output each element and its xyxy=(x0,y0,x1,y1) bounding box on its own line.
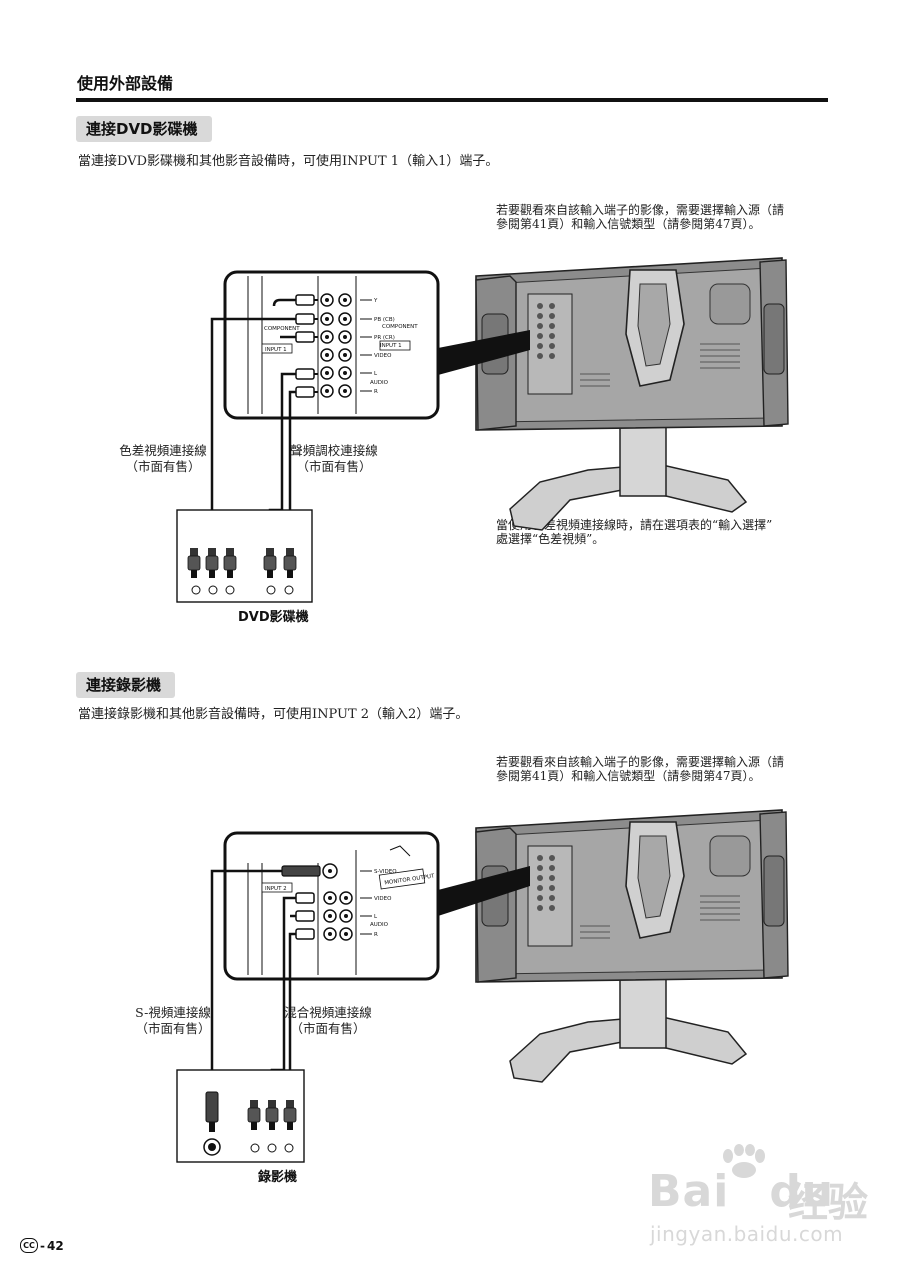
terminal-panel-1 xyxy=(247,276,372,414)
panel-label: AUDIO xyxy=(370,922,389,928)
panel-label: S-VIDEO xyxy=(374,869,397,875)
panel-label: VIDEO xyxy=(374,896,392,902)
panel-label: INPUT 1 xyxy=(265,347,287,353)
cable-label-audio: 聲頻調校連接線 （市面有售） xyxy=(276,443,392,475)
panel-label: L xyxy=(374,371,378,377)
panel-label: INPUT 2 xyxy=(265,886,287,892)
tv-illustration-2 xyxy=(475,809,789,1083)
brand-left: Bai xyxy=(648,1166,730,1217)
panel-label: INPUT 1 xyxy=(380,343,402,349)
cable-label-svideo: S-視頻連接線 （市面有售） xyxy=(118,1005,228,1037)
panel-label: PB (CB) xyxy=(374,317,395,323)
page-number: CC - 42 xyxy=(20,1238,64,1253)
note-bottom-dvd: 當使用色差視頻連接線時，請在選項表的“輸入選擇” 處選擇“色差視頻”。 xyxy=(496,518,831,546)
callout-leader-2 xyxy=(438,866,530,916)
cable-name: S-視頻連接線 xyxy=(135,1005,211,1020)
panel-label: COMPONENT xyxy=(382,324,418,330)
watermark-brand-cn: 经验 xyxy=(788,1180,868,1226)
note-line: 當使用色差視頻連接線時，請在選項表的“輸入選擇” xyxy=(496,518,773,532)
cable-note: （市面有售） xyxy=(290,1021,366,1036)
intro-vcr: 當連接錄影機和其他影音設備時，可使用INPUT 2（輸入2）端子。 xyxy=(78,707,469,722)
cable-name: 混合視頻連接線 xyxy=(284,1005,372,1020)
note-line: 參閱第41頁）和輸入信號類型（請參閱第47頁）。 xyxy=(496,769,761,783)
dvd-plugs xyxy=(187,547,297,595)
vcr-box xyxy=(176,1069,305,1163)
page-number-value: 42 xyxy=(46,1238,64,1253)
header-rule xyxy=(76,98,828,102)
page-number-dash: - xyxy=(40,1238,45,1253)
cable-note: （市面有售） xyxy=(135,1021,211,1036)
vcr-plugs xyxy=(203,1091,297,1156)
cable-note: （市面有售） xyxy=(296,459,372,474)
section-title-vcr: 連接錄影機 xyxy=(76,672,176,698)
panel-label: R xyxy=(374,932,378,938)
section-title-dvd: 連接DVD影碟機 xyxy=(76,116,212,142)
note-line: 參閱第41頁）和輸入信號類型（請參閱第47頁）。 xyxy=(496,217,761,231)
callout-leader-1 xyxy=(438,330,530,375)
panel-labels-1: Y PB (CB) PR (CR) COMPONENT INPUT 1 VIDE… xyxy=(261,298,418,395)
paw-icon xyxy=(723,1144,765,1178)
panel-label: R xyxy=(374,389,378,395)
cable-name: 色差視頻連接線 xyxy=(119,443,207,458)
panel-labels-2: S-VIDEO INPUT 2 MONITOR OUTPUT VIDEO L A… xyxy=(261,868,435,938)
cable-label-component: 色差視頻連接線 （市面有售） xyxy=(108,443,218,475)
note-top-vcr: 若要觀看來自該輸入端子的影像，需要選擇輸入源（請 參閱第41頁）和輸入信號類型（… xyxy=(496,755,831,783)
device-label-dvd: DVD影碟機 xyxy=(238,610,309,625)
terminal-callout-2 xyxy=(223,831,440,981)
device-label-vcr: 錄影機 xyxy=(258,1170,298,1185)
watermark-url: jingyan.baidu.com xyxy=(650,1222,844,1246)
cable-name: 聲頻調校連接線 xyxy=(290,443,378,458)
panel-label: AUDIO xyxy=(370,380,389,386)
panel-label: L xyxy=(374,914,378,920)
panel-label: PR (CR) xyxy=(374,335,395,341)
cable-label-composite: 混合視頻連接線 （市面有售） xyxy=(270,1005,386,1037)
terminal-panel-2 xyxy=(247,845,411,975)
panel-label: VIDEO xyxy=(374,353,392,359)
note-top-dvd: 若要觀看來自該輸入端子的影像，需要選擇輸入源（請 參閱第41頁）和輸入信號類型（… xyxy=(496,203,831,231)
panel-label: Y xyxy=(373,298,378,304)
cc-badge: CC xyxy=(20,1238,38,1253)
tv-illustration-1 xyxy=(475,257,789,531)
note-line: 處選擇“色差視頻”。 xyxy=(496,532,605,546)
note-line: 若要觀看來自該輸入端子的影像，需要選擇輸入源（請 xyxy=(496,203,785,217)
intro-dvd: 當連接DVD影碟機和其他影音設備時，可使用INPUT 1（輸入1）端子。 xyxy=(78,154,499,169)
brand-right: du xyxy=(769,1166,835,1217)
page-header: 使用外部設備 xyxy=(77,74,174,93)
note-line: 若要觀看來自該輸入端子的影像，需要選擇輸入源（請 xyxy=(496,755,785,769)
panel-label: COMPONENT xyxy=(264,326,300,332)
cable-note: （市面有售） xyxy=(125,459,201,474)
terminal-callout-1 xyxy=(223,270,440,420)
